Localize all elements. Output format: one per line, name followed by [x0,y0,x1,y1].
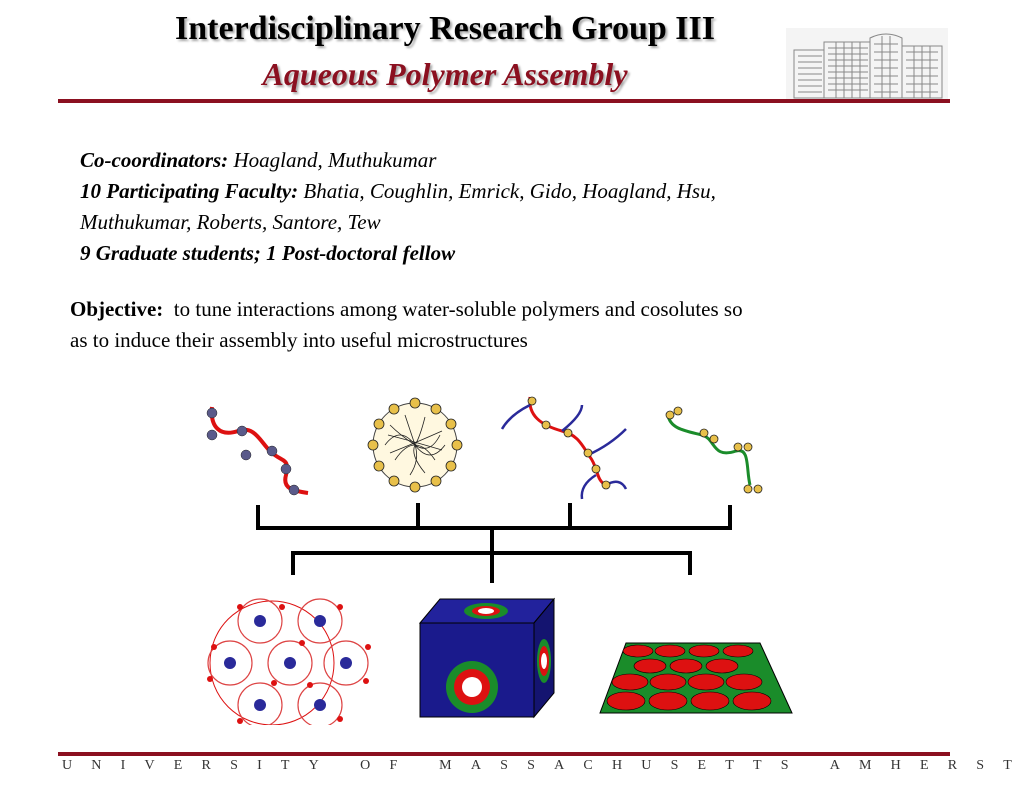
header-rule [58,99,950,103]
footer-university: UNIVERSITY OF MASSACHUSETTS AMHERST [62,758,1024,773]
objective-label: Objective: [70,297,164,321]
assembly-diagram [206,396,793,725]
building-logo [786,28,948,100]
patterned-film [599,642,793,714]
polyelectrolyte-anionic [206,406,309,496]
graft-copolymer [500,396,628,500]
block-copolymer-cube [418,597,556,719]
faculty-line: 10 Participating Faculty: Bhatia, Coughl… [80,176,716,207]
faculty-label: 10 Participating Faculty: [80,179,299,203]
coordinators-value: Hoagland, Muthukumar [233,148,437,172]
footer-rule [58,752,950,756]
connector-brackets [256,503,732,583]
students-line: 9 Graduate students; 1 Post-doctoral fel… [80,238,716,269]
coordinators-label: Co-coordinators: [80,148,229,172]
micelle-network [207,598,371,725]
coordinators-line: Co-coordinators: Hoagland, Muthukumar [80,145,716,176]
cationic-micelle [367,397,463,493]
students-label: 9 Graduate students; 1 Post-doctoral fel… [80,241,456,265]
slide-subtitle: Aqueous Polymer Assembly [262,56,628,92]
objective-text-2: as to induce their assembly into useful … [70,328,528,352]
objective-line-1: Objective: to tune interactions among wa… [70,294,930,325]
info-block: Co-coordinators: Hoagland, Muthukumar 10… [80,145,716,269]
faculty-value-2: Muthukumar, Roberts, Santore, Tew [80,210,381,234]
objective-text-1: to tune interactions among water-soluble… [173,297,743,321]
faculty-value-1: Bhatia, Coughlin, Emrick, Gido, Hoagland… [303,179,716,203]
cationic-chain [665,406,763,494]
objective-block: Objective: to tune interactions among wa… [70,294,930,356]
slide-title: Interdisciplinary Research Group III [175,10,715,47]
